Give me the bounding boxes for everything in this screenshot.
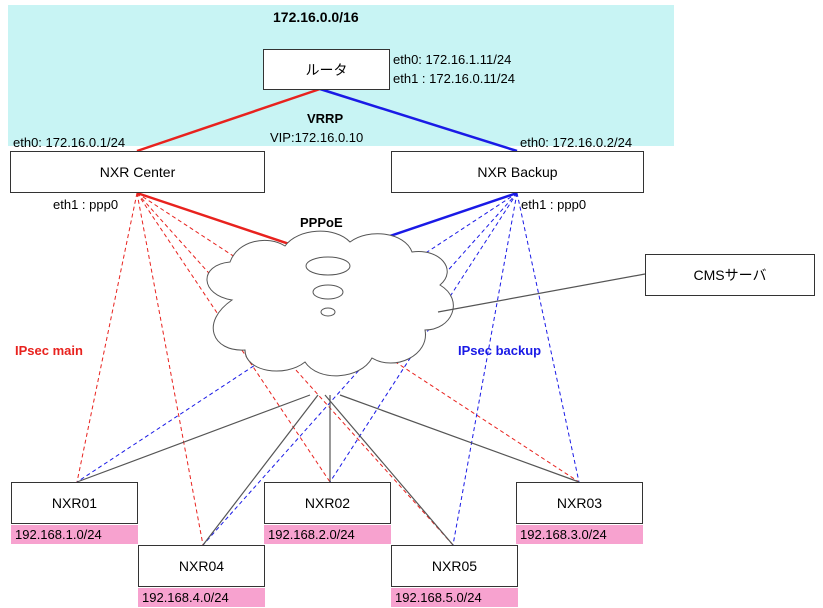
site-box-nxr05: NXR05 — [391, 545, 518, 587]
nxr-backup-box: NXR Backup — [391, 151, 644, 193]
internet-cloud — [206, 230, 454, 377]
site-subnet: 192.168.5.0/24 — [391, 588, 518, 607]
cms-server-box: CMSサーバ — [645, 254, 815, 296]
site-label: NXR02 — [304, 495, 351, 511]
cms-server-label: CMSサーバ — [693, 267, 767, 283]
internet-links — [76, 273, 646, 546]
vrrp-vip: VIP:172.16.0.10 — [270, 130, 364, 145]
nxr-center-box: NXR Center — [10, 151, 265, 193]
ipsec-main-label: IPsec main — [15, 343, 83, 358]
site-label: NXR05 — [431, 558, 478, 574]
router-center-link — [136, 87, 321, 153]
pppoe-label: PPPoE — [300, 215, 343, 230]
nxr-center-label: NXR Center — [99, 164, 176, 180]
lan-label: 172.16.0.0/16 — [273, 9, 359, 25]
router-box: ルータ — [263, 49, 390, 90]
site-subnet: 192.168.2.0/24 — [264, 525, 391, 544]
ipsec-main-lines — [76, 192, 580, 546]
site-box-nxr01: NXR01 — [11, 482, 138, 524]
ipsec-backup-label: IPsec backup — [458, 343, 542, 358]
site-label: NXR04 — [178, 558, 225, 574]
center-eth1: eth1 : ppp0 — [53, 197, 119, 212]
center-eth0: eth0: 172.16.0.1/24 — [13, 135, 126, 150]
site-subnet: 192.168.3.0/24 — [516, 525, 643, 544]
site-box-nxr04: NXR04 — [138, 545, 265, 587]
backup-eth0: eth0: 172.16.0.2/24 — [520, 135, 633, 150]
nxr-backup-label: NXR Backup — [477, 164, 558, 180]
router-eth0: eth0: 172.16.1.11/24 — [393, 52, 512, 67]
backup-eth1: eth1 : ppp0 — [521, 197, 587, 212]
router-eth1: eth1 : 172.16.0.11/24 — [393, 71, 515, 86]
router-backup-link — [319, 87, 518, 153]
site-label: NXR03 — [556, 495, 603, 511]
site-subnet: 192.168.4.0/24 — [138, 588, 265, 607]
site-box-nxr03: NXR03 — [516, 482, 643, 524]
ipsec-backup-lines — [76, 192, 580, 546]
vrrp-label: VRRP — [307, 111, 344, 126]
router-label: ルータ — [305, 61, 348, 78]
site-label: NXR01 — [51, 495, 98, 511]
site-box-nxr02: NXR02 — [264, 482, 391, 524]
site-subnet: 192.168.1.0/24 — [11, 525, 138, 544]
